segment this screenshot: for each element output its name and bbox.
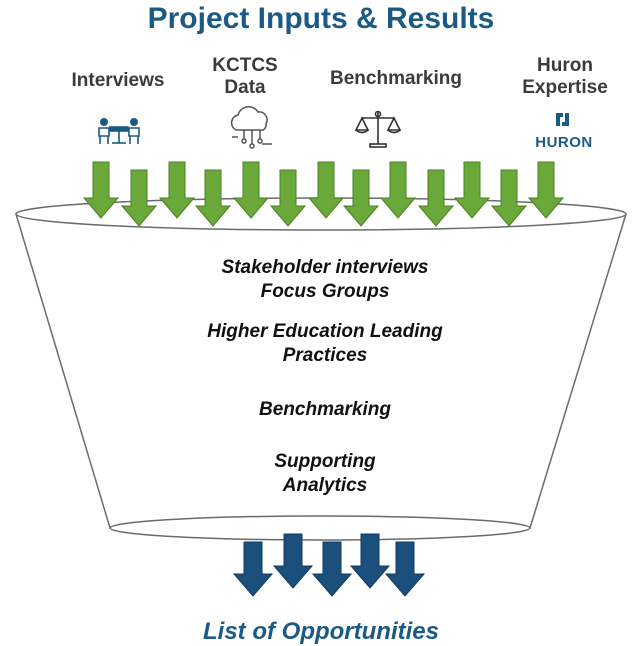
funnel-item-line2: Focus Groups	[260, 281, 390, 302]
blue-output-arrow	[272, 533, 314, 589]
green-input-arrow	[527, 161, 565, 219]
funnel-item-benchmarking: Benchmarking	[100, 398, 550, 422]
input-huron-expertise: Huron Expertise	[505, 55, 625, 99]
meeting-icon	[98, 118, 140, 144]
scale-icon	[354, 110, 402, 148]
input-label-line2: Expertise	[522, 77, 608, 98]
huron-logo	[556, 113, 569, 126]
green-input-arrow	[120, 169, 158, 227]
green-input-arrow	[453, 161, 491, 219]
output-arrows	[232, 533, 426, 597]
green-input-arrow	[194, 169, 232, 227]
input-kctcs-data: KCTCS Data	[200, 55, 290, 99]
input-interviews: Interviews	[48, 70, 188, 92]
blue-output-arrow	[349, 533, 391, 589]
input-label-line1: Benchmarking	[330, 68, 462, 89]
input-arrows	[82, 161, 565, 227]
blue-output-arrow	[311, 541, 353, 597]
page-title: Project Inputs & Results	[147, 2, 495, 35]
green-input-arrow	[379, 161, 417, 219]
funnel-item-stakeholder: Stakeholder interviews Focus Groups	[100, 256, 550, 304]
green-input-arrow	[307, 161, 345, 219]
input-label-line1: KCTCS	[212, 55, 278, 76]
green-input-arrow	[342, 169, 380, 227]
blue-output-arrow	[232, 541, 274, 597]
huron-logo-text: HURON	[535, 134, 593, 151]
green-input-arrow	[232, 161, 270, 219]
result-label: List of Opportunities	[203, 618, 439, 645]
input-label-line2: Data	[224, 77, 266, 98]
green-input-arrow	[158, 161, 196, 219]
blue-output-arrow	[384, 541, 426, 597]
input-benchmarking: Benchmarking	[306, 68, 486, 90]
input-label-line1: Interviews	[71, 70, 165, 91]
funnel-item-line1: Higher Education Leading	[207, 321, 443, 342]
funnel-bottom	[109, 515, 531, 541]
funnel-item-line2: Analytics	[282, 475, 368, 496]
green-input-arrow	[82, 161, 120, 219]
funnel-item-line1: Benchmarking	[259, 399, 391, 420]
funnel-item-analytics: Supporting Analytics	[100, 450, 550, 498]
green-input-arrow	[490, 169, 528, 227]
funnel-item-leading-practices: Higher Education Leading Practices	[100, 320, 550, 368]
green-input-arrow	[417, 169, 455, 227]
cloud-data-icon	[230, 106, 272, 149]
funnel-item-line1: Stakeholder interviews	[221, 257, 429, 278]
input-label-line1: Huron	[537, 55, 593, 76]
green-input-arrow	[269, 169, 307, 227]
funnel-item-line1: Supporting	[274, 451, 376, 472]
funnel-item-line2: Practices	[282, 345, 368, 366]
